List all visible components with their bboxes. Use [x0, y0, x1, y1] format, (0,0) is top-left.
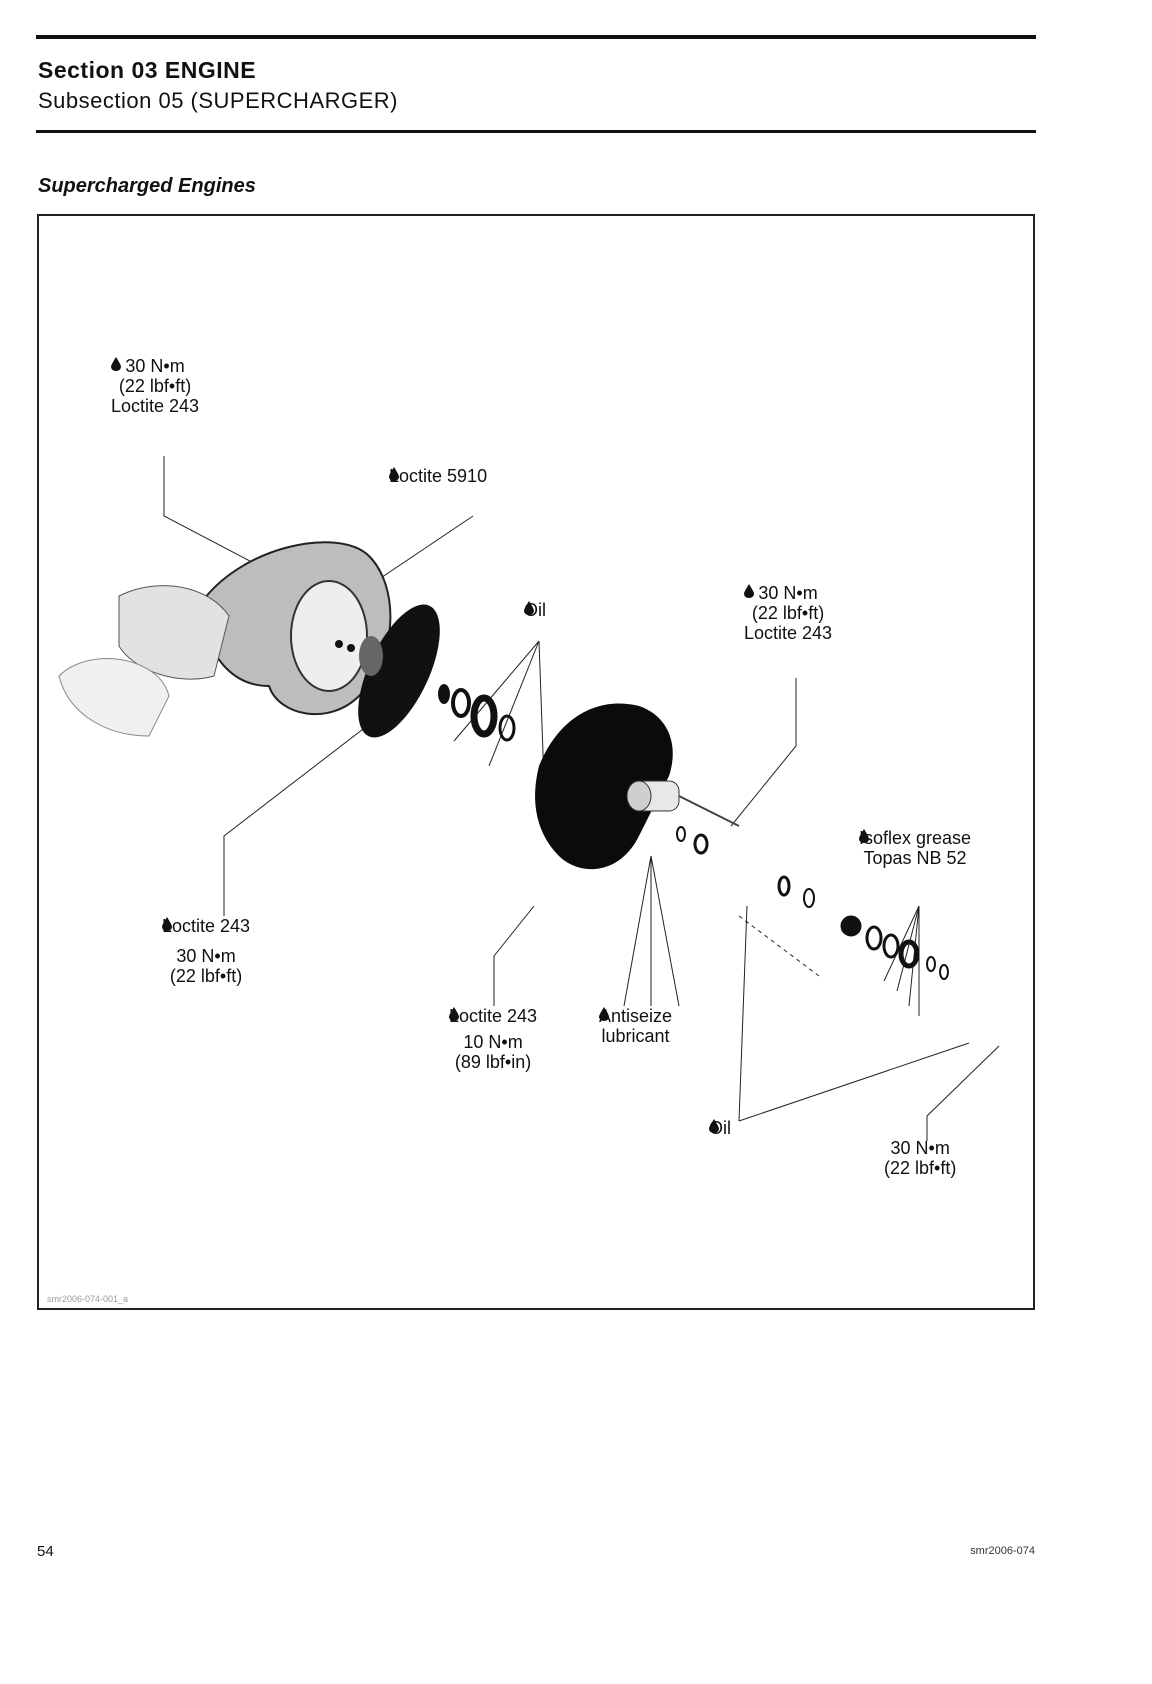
- fluid-drop-icon: [599, 1007, 609, 1021]
- callout-line: (22 lbf•ft): [884, 1158, 957, 1178]
- callout-loctite-5910: Loctite 5910: [389, 466, 487, 486]
- callout-line: Loctite 243: [111, 396, 200, 416]
- section-title: Section 03 ENGINE: [38, 57, 257, 83]
- header-bottom-rule: [36, 130, 1036, 133]
- callout-line: (22 lbf•ft): [751, 603, 825, 623]
- callout-line: lubricant: [601, 1026, 670, 1046]
- callout-line: Loctite 5910: [389, 466, 488, 486]
- callout-housing-bolt: 30 N•m (22 lbf•ft) Loctite 243: [111, 356, 199, 416]
- callout-antiseize: Antiseize lubricant: [599, 1006, 672, 1046]
- fluid-drop-icon: [709, 1119, 719, 1133]
- callout-line: Loctite 243: [744, 623, 833, 643]
- fluid-drop-icon: [449, 1007, 459, 1021]
- figure-id: smr2006-074-001_a: [47, 1294, 129, 1304]
- callout-body-bolt: 30 N•m (22 lbf•ft) Loctite 243: [744, 583, 832, 643]
- subsection-title: Subsection 05 (SUPERCHARGER): [38, 88, 399, 113]
- impeller-disc: [358, 604, 440, 738]
- fluid-drop-icon: [859, 829, 869, 843]
- fluid-drop-icon: [162, 917, 172, 931]
- callout-impeller-nut: Loctite 243 30 N•m (22 lbf•ft): [162, 916, 250, 986]
- supercharger-body: [535, 703, 740, 870]
- callout-line: Loctite 243: [162, 916, 251, 936]
- fluid-drop-icon: [744, 584, 754, 598]
- intake-housing: [58, 541, 392, 737]
- exploded-view-figure: 30 N•m (22 lbf•ft) Loctite 243 Loctite 5…: [37, 214, 1035, 1310]
- fluid-drop-icon: [389, 467, 399, 481]
- callout-line: 30 N•m: [125, 356, 185, 376]
- callout-line: 30 N•m: [176, 946, 236, 966]
- exploded-view-drawing: [58, 456, 1000, 1141]
- callout-line: (22 lbf•ft): [118, 376, 192, 396]
- callout-line: 30 N•m: [758, 583, 818, 603]
- fluid-drop-icon: [111, 357, 121, 371]
- callout-line: Antiseize: [599, 1006, 673, 1026]
- washer-set: [335, 640, 516, 742]
- callout-line: Loctite 243: [449, 1006, 538, 1026]
- callout-line: Topas NB 52: [863, 848, 967, 868]
- callout-shaft-nut: 30 N•m (22 lbf•ft): [884, 1138, 956, 1178]
- figure-heading: Supercharged Engines: [38, 175, 256, 197]
- callout-line: (22 lbf•ft): [169, 966, 243, 986]
- callout-line: Isoflex grease: [859, 828, 972, 848]
- callout-line: 10 N•m: [463, 1032, 523, 1052]
- shaft-parts: [676, 826, 949, 980]
- header-top-rule: [36, 35, 1036, 39]
- page-number: 54: [37, 1543, 54, 1560]
- document-code: smr2006-074: [970, 1545, 1035, 1557]
- callout-line: 30 N•m: [890, 1138, 950, 1158]
- callout-line: (89 lbf•in): [454, 1052, 532, 1072]
- callout-oil-bottom: Oil: [709, 1118, 731, 1138]
- fluid-drop-icon: [524, 601, 534, 615]
- callout-cover-screw: Loctite 243 10 N•m (89 lbf•in): [449, 1006, 537, 1072]
- callout-oil-top: Oil: [524, 600, 546, 620]
- callout-isoflex-grease: Isoflex grease Topas NB 52: [859, 828, 971, 868]
